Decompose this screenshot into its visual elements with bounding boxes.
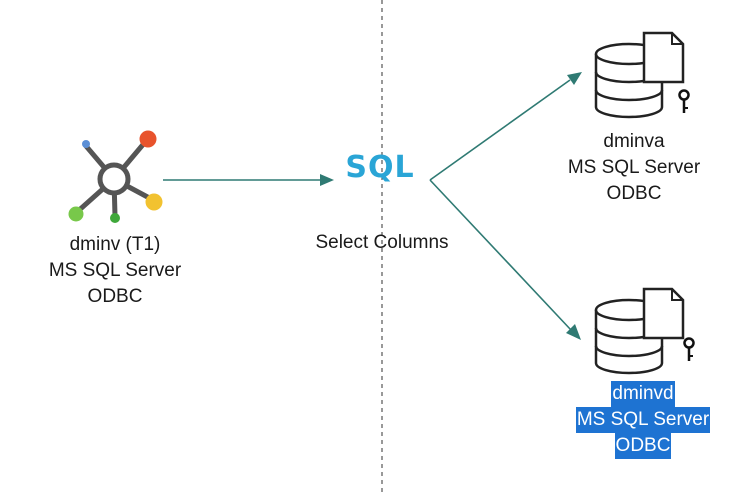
source-type: MS SQL Server bbox=[48, 260, 182, 281]
target-node-label-dminva[interactable]: dminva MS SQL Server ODBC bbox=[549, 129, 719, 207]
connector-source-to-sql[interactable] bbox=[163, 174, 334, 186]
target-name: dminva bbox=[603, 131, 665, 152]
data-source-hub-icon[interactable] bbox=[68, 130, 163, 224]
source-name: dminv (T1) bbox=[69, 234, 161, 255]
target-driver: ODBC bbox=[614, 433, 672, 459]
source-node-label[interactable]: dminv (T1) MS SQL Server ODBC bbox=[20, 232, 210, 310]
database-document-key-icon[interactable] bbox=[594, 287, 695, 375]
connector-sql-to-dminvd[interactable] bbox=[429, 179, 581, 340]
transform-label: Select Columns bbox=[315, 232, 449, 253]
target-type: MS SQL Server bbox=[575, 407, 711, 433]
target-type: MS SQL Server bbox=[567, 157, 701, 178]
source-driver: ODBC bbox=[87, 286, 143, 307]
target-driver: ODBC bbox=[606, 183, 662, 204]
database-document-key-icon[interactable] bbox=[594, 31, 690, 119]
target-name: dminvd bbox=[611, 381, 675, 407]
sql-transform-icon[interactable]: SQL bbox=[345, 150, 415, 185]
connector-sql-to-dminva[interactable] bbox=[429, 72, 582, 181]
target-node-label-dminvd-selected[interactable]: dminvd MS SQL Server ODBC bbox=[558, 381, 728, 459]
transform-node-label[interactable]: Select Columns bbox=[282, 230, 482, 256]
